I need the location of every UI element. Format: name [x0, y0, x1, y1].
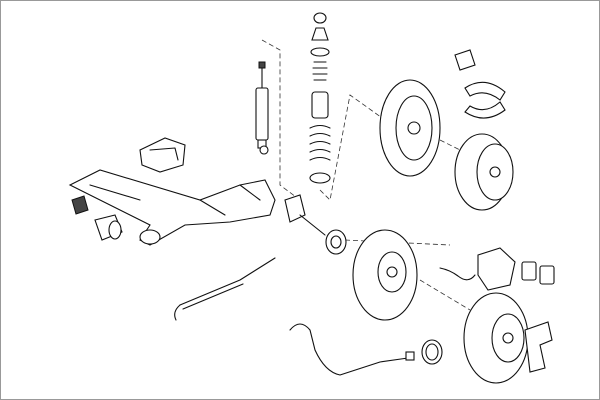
- stub-axle: [284, 194, 347, 255]
- brake-drum: [454, 133, 514, 211]
- brake-backing-plate: [379, 79, 441, 177]
- brake-caliper: [477, 247, 555, 291]
- brake-line: [439, 267, 476, 281]
- shock-absorber: [255, 61, 269, 155]
- handbrake-cable: [174, 257, 276, 321]
- axle-bushings: [71, 195, 123, 241]
- caliper-carrier: [524, 321, 553, 373]
- brake-shoes: [454, 49, 506, 119]
- dust-shield: [352, 229, 418, 321]
- rubber-mount-bracket: [139, 137, 186, 173]
- rear-axle-beam: [68, 169, 276, 246]
- abs-sensor: [289, 323, 443, 376]
- brake-disc: [463, 292, 529, 384]
- spring-strut-stack: [309, 12, 331, 184]
